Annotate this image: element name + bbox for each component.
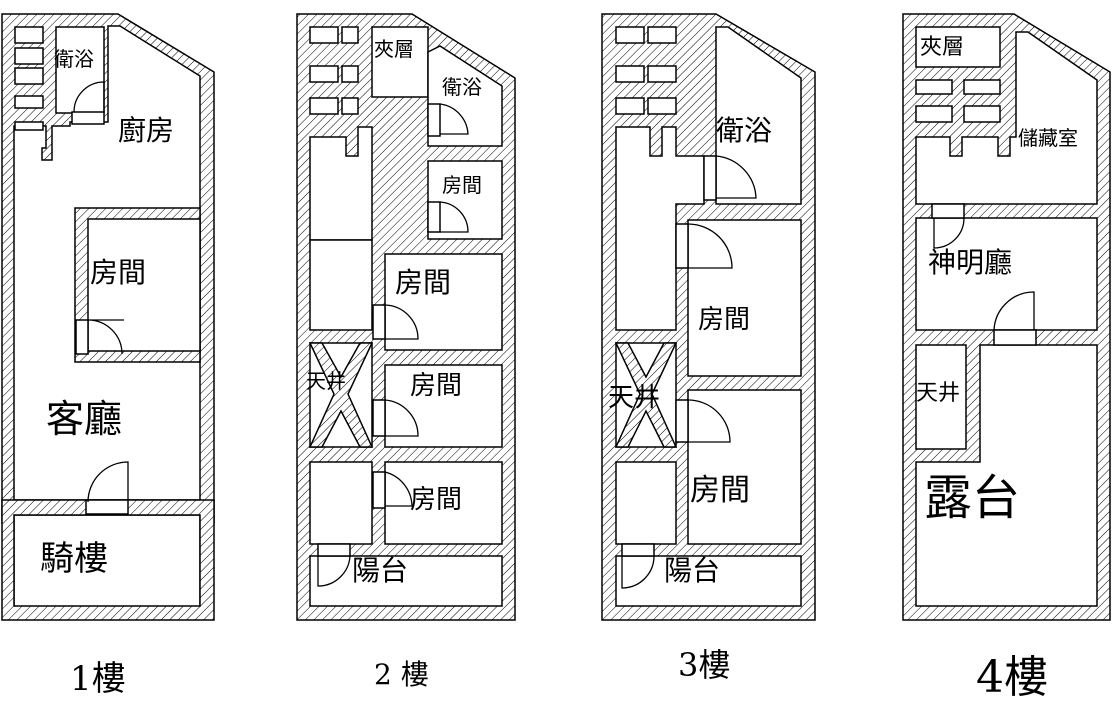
door-icon	[427, 103, 469, 137]
door-icon	[372, 399, 419, 437]
floor-4-plan: 夾層 儲藏室 神明廳 天井 露台 4樓	[902, 13, 1111, 702]
floor-1-room	[87, 218, 201, 352]
floor-3-balcony	[615, 555, 802, 607]
door-icon	[75, 319, 124, 355]
floor-4-mezzanine	[915, 26, 1001, 68]
floor-2-room-a	[384, 253, 503, 351]
floor-2-room-c	[384, 461, 503, 545]
floor-2-plan: 夾層 衛浴 房間 房間 天井 房間 房間 陽台 2 樓	[296, 13, 516, 691]
door-icon	[621, 543, 655, 589]
floor-2-label-room-c: 房間	[410, 485, 462, 515]
floor-3-label-light-well: 天井	[608, 383, 660, 413]
floor-1-front-wall	[1, 499, 215, 621]
floor-2-label-room-a: 房間	[395, 266, 451, 299]
floor-2-stairs	[309, 26, 359, 115]
floor-1-caption: 1樓	[70, 659, 126, 699]
door-icon	[427, 201, 469, 233]
floor-3-plan: 衛浴 房間 天井 房間 陽台 3樓	[601, 13, 816, 684]
door-icon	[931, 203, 965, 249]
floor-3-label-room-a: 房間	[698, 305, 750, 335]
floor-2-hall	[309, 239, 373, 331]
door-icon	[372, 471, 413, 509]
floor-3-stairs	[615, 26, 677, 115]
floor-2-label-room-small: 房間	[442, 173, 482, 197]
floor-3-label-balcony: 陽台	[664, 554, 720, 587]
floor-4-label-shrine-hall: 神明廳	[928, 246, 1012, 279]
floor-2-label-light-well: 天井	[306, 369, 346, 393]
door-icon	[71, 81, 105, 125]
floor-3-light-well-cross	[614, 342, 678, 448]
floor-1-label-room: 房間	[90, 256, 146, 289]
floor-4-label-terrace: 露台	[924, 470, 1020, 526]
floor-2-room-b	[384, 364, 503, 448]
door-icon	[85, 461, 129, 515]
floor-4-label-light-well: 天井	[916, 381, 960, 406]
floor-3-room-b	[687, 389, 802, 545]
floor-1-label-bathroom: 衛浴	[54, 47, 94, 71]
floor-4-storage	[915, 31, 1098, 205]
floor-3-label-bathroom: 衛浴	[716, 114, 772, 147]
door-icon	[372, 304, 419, 340]
door-icon	[675, 399, 731, 443]
floor-2-label-bathroom: 衛浴	[442, 75, 482, 99]
floor-1-plan: 衛浴 廚房 房間 客廳 騎樓 1樓	[1, 13, 215, 699]
floor-2-stair-hall	[309, 126, 373, 241]
floor-2-mezzanine	[371, 26, 429, 98]
door-icon	[703, 155, 757, 201]
floor-4-light-well	[915, 344, 967, 450]
floor-2-caption: 2 樓	[374, 658, 429, 691]
floor-2-stair-room	[309, 461, 373, 545]
floor-1-label-arcade: 騎樓	[40, 539, 108, 579]
floor-3-room-a	[687, 219, 802, 377]
floor-4-caption: 4樓	[976, 652, 1048, 702]
floor-1-label-living-room: 客廳	[46, 397, 122, 441]
floor-2-label-room-b: 房間	[410, 371, 462, 401]
floor-4-label-mezzanine: 夾層	[920, 35, 964, 60]
floor-2-label-balcony: 陽台	[352, 554, 408, 587]
floor-4-label-storage: 儲藏室	[1018, 126, 1078, 150]
floor-2-label-mezzanine: 夾層	[374, 37, 414, 61]
floor-3-stair-room	[615, 461, 677, 545]
floor-1-stairs	[14, 26, 44, 131]
door-icon	[993, 291, 1037, 346]
floor-1-label-kitchen: 廚房	[118, 114, 174, 147]
door-icon	[675, 223, 733, 269]
floor-2-balcony	[309, 555, 503, 607]
floor-3-label-room-b: 房間	[690, 473, 750, 508]
door-icon	[317, 543, 351, 587]
floor-2-light-well-cross	[308, 342, 374, 448]
floor-3-hall	[615, 126, 705, 331]
floor-4-terrace	[915, 344, 1098, 607]
floor-4-shrine-hall	[915, 217, 1098, 331]
floor-3-caption: 3樓	[678, 646, 730, 684]
floor-4-stairs	[915, 79, 1001, 123]
